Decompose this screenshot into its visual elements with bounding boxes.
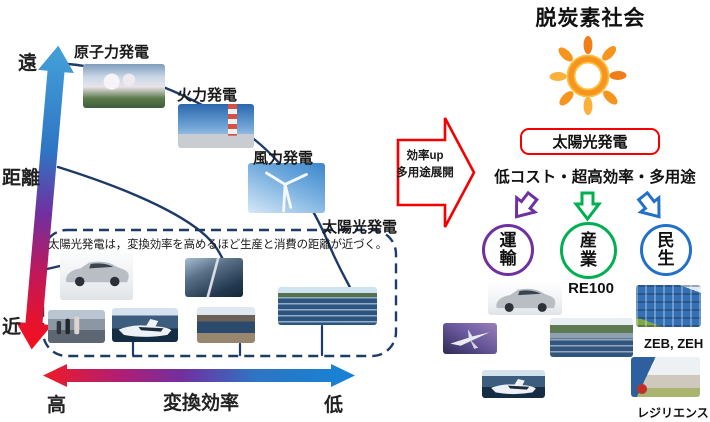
wind-turbine-photo (248, 163, 325, 213)
down-left-arrow-icon (514, 190, 539, 219)
page-title: 脱炭素社会 (535, 7, 646, 30)
solar-house-photo (631, 357, 700, 397)
sector-industry-label: 産業 (580, 231, 597, 269)
thermal-label: 火力発電 (177, 87, 238, 104)
nuclear-plant-photo (83, 64, 165, 108)
sector-consumer-circle: 民生 (640, 224, 692, 276)
pedestrians-illustration (56, 316, 80, 335)
y-axis-arrow (15, 45, 74, 350)
mega-solar-farm-photo (278, 287, 377, 325)
x-axis-low-label: 低 (324, 395, 344, 416)
solar-power-box-label: 太陽光発電 (552, 134, 628, 151)
car-illustration (496, 288, 556, 312)
sector-consumer-label: 民生 (657, 230, 675, 268)
rooftop-solar-photo (197, 307, 255, 343)
x-axis-arrow (43, 364, 355, 387)
plane-illustration (450, 329, 490, 349)
solar-road-photo (48, 310, 105, 343)
solar-car-photo (60, 244, 133, 300)
solar-plane-photo (443, 323, 497, 354)
resilience-label: レジリエンス (637, 406, 709, 420)
down-arrow-icon (572, 191, 603, 222)
sector-transport-label: 運輸 (499, 230, 517, 268)
connector-ticks (45, 264, 324, 357)
transition-arrow-line2: 多用途展開 (396, 167, 454, 179)
right-block-arrow-icon (396, 117, 476, 228)
solar-highway-photo (185, 258, 243, 297)
zeb-zeh-label: ZEB, ZEH (644, 336, 704, 351)
sector-transport-circle: 運輸 (482, 224, 534, 276)
y-axis-near-label: 近 (2, 317, 22, 338)
down-right-arrow-icon (636, 190, 661, 219)
office-building-photo (636, 285, 701, 327)
car-illustration (65, 261, 129, 287)
boat-illustration (491, 378, 536, 395)
nuclear-label: 原子力発電 (74, 44, 150, 61)
y-axis-title: 距離 (2, 168, 41, 189)
solar-boat-photo-2 (482, 370, 545, 398)
benefits-label: 低コスト・超高効率・多用途 (494, 169, 696, 186)
sector-industry-circle: 産業 (560, 222, 617, 279)
transport-car-photo (488, 282, 562, 315)
thermal-plant-photo (178, 104, 254, 148)
solar-boat-photo (112, 308, 178, 342)
boat-illustration (118, 319, 172, 337)
re100-label: RE100 (568, 280, 614, 297)
solar-power-box: 太陽光発電 (520, 128, 660, 155)
wind-label: 風力発電 (253, 150, 314, 167)
transition-arrow-line1: 効率up (406, 150, 444, 162)
solar-node-label: 太陽光発電 (322, 219, 398, 236)
wind-turbine-illustration (265, 171, 308, 213)
x-axis-high-label: 高 (47, 395, 67, 416)
sun-icon (549, 36, 627, 115)
x-axis-title: 変換効率 (163, 393, 240, 414)
factory-solar-photo (550, 318, 633, 357)
y-axis-far-label: 遠 (18, 53, 38, 74)
solar-box-note: 太陽光発電は，変換効率を高めるほど生産と消費の距離が近づく。 (48, 239, 387, 251)
